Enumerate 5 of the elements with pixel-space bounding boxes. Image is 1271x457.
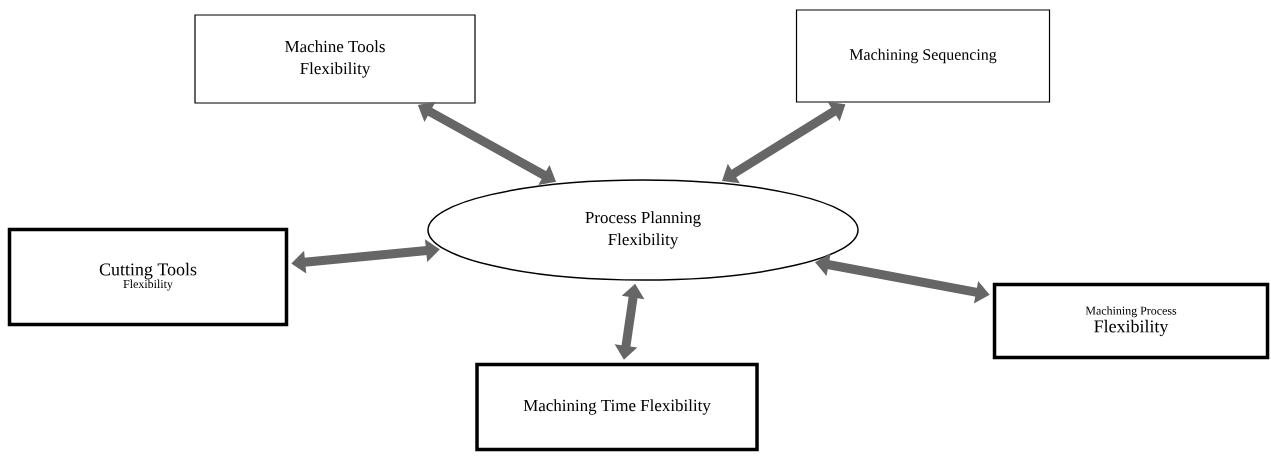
process-box: Machining Process Flexibility	[992, 282, 1270, 360]
process-box: Machining Time Flexibility	[475, 362, 759, 452]
process-box: Machine Tools Flexibility	[194, 14, 476, 104]
process-box: Cutting Tools Flexibility	[7, 227, 289, 327]
process-box: Machining Sequencing	[795, 9, 1051, 103]
